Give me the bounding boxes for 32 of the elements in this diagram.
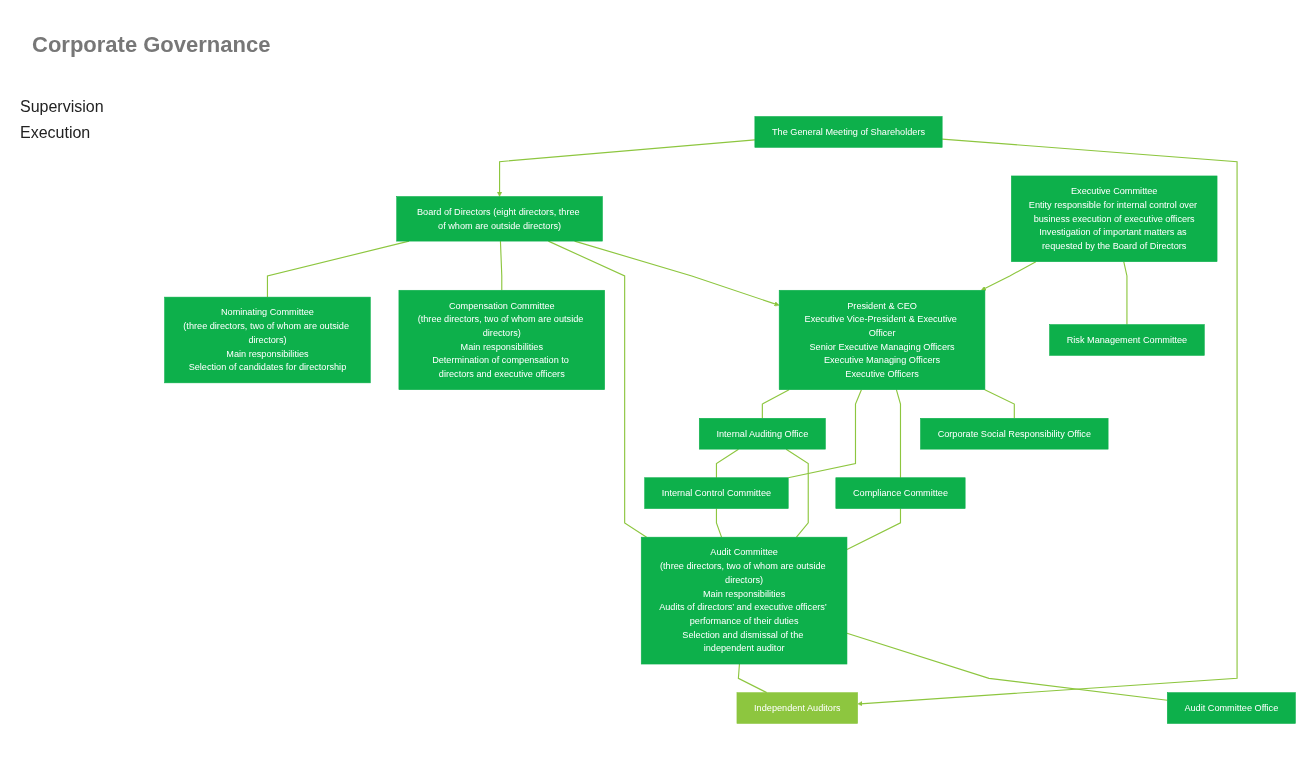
node-box: President & CEO Executive Vice-President & Executive Officer Senior Executive Managing Officers Executive Managing Officers Executive Officers — [778, 289, 986, 390]
connector — [715, 448, 740, 479]
node-box: Internal Control Committee — [644, 477, 789, 509]
connector — [846, 508, 902, 551]
node-box: Nominating Committee (three directors, two of whom are outside directors) Main responsibilities Selection of candidates for directorship — [164, 296, 371, 384]
node-box: Compliance Committee — [835, 477, 966, 509]
node-box: Executive Committee Entity responsible for internal control over business execution of executive officers Investigation of important matters as requested by the Board of Directors — [1011, 175, 1218, 262]
connector — [785, 448, 809, 538]
connector — [846, 632, 1168, 701]
arrow — [981, 261, 1037, 291]
section-label: Execution — [20, 124, 92, 142]
connector — [1123, 261, 1128, 326]
node-box: Internal Auditing Office — [699, 418, 826, 450]
connector — [787, 389, 862, 479]
node-box: Board of Directors (eight directors, three of whom are outside directors) — [396, 196, 603, 242]
connector — [761, 389, 790, 419]
node-box: Audit Committee (three directors, two of whom are outside directors) Main responsibilities Audits of directors’ and executive officers’ performance of their duties Selection and dismissal of the independent auditor — [640, 536, 848, 665]
diagram-title: Corporate Governance — [32, 32, 271, 58]
node-box: Risk Management Committee — [1049, 324, 1205, 356]
section-label: Supervision — [20, 98, 105, 116]
connector — [737, 663, 768, 694]
node-box: Audit Committee Office — [1167, 692, 1296, 724]
node-box: Compensation Committee (three directors, two of whom are outside directors) Main responsibilities Determination of compensation to directors and executive officers — [398, 289, 605, 390]
node-box: The General Meeting of Shareholders — [754, 116, 943, 148]
node-box: Independent Auditors — [736, 692, 858, 724]
connector — [715, 508, 723, 538]
arrow — [857, 138, 1238, 707]
node-box: Corporate Social Responsibility Office — [920, 418, 1109, 450]
connector — [984, 389, 1015, 419]
arrow — [497, 139, 756, 197]
connector — [895, 389, 902, 479]
connector — [499, 240, 503, 291]
